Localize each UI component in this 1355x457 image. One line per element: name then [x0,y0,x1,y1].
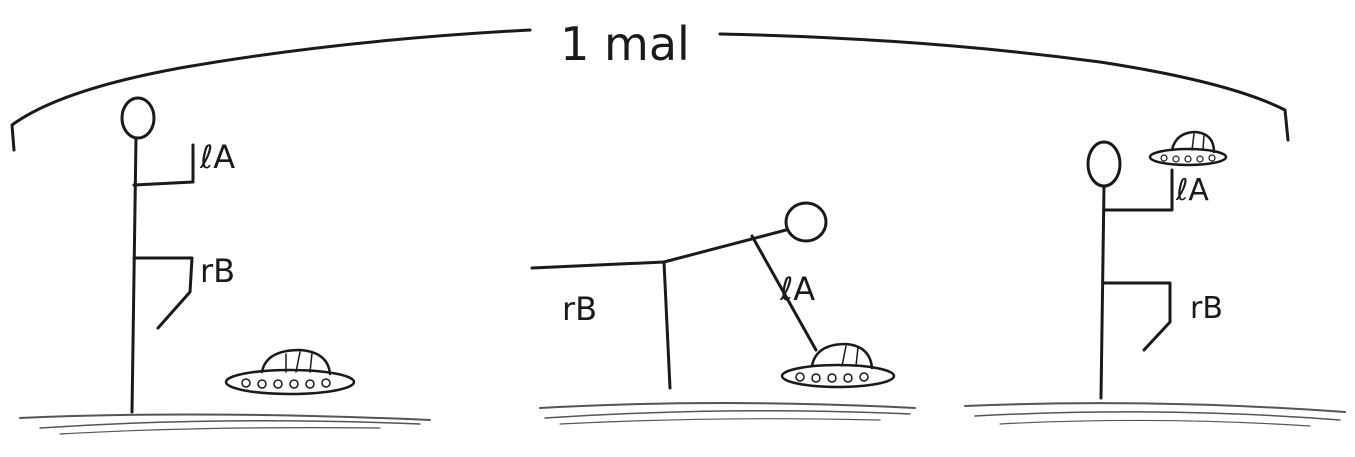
arm-label: ℓA [199,138,235,176]
bracket-left-arc [10,28,532,152]
figure-arm-left [132,143,195,187]
figure-head [1086,140,1122,188]
hat-icon [780,342,896,389]
ground-line [39,420,421,429]
figure-body [662,228,788,264]
ground-line [559,418,881,425]
ground-line [539,402,916,409]
ground-line [59,427,381,435]
arm-label: ℓA [1175,173,1209,208]
figure-arm-left [1102,168,1174,212]
repetition-bracket: 1 mal [10,17,1290,152]
figure-leg-right [530,260,672,390]
arm-label: ℓA [779,270,815,308]
ground-line [19,413,431,421]
figure-arm-left [750,234,818,352]
figure-1: ℓA rB [19,96,431,435]
ground-line [974,411,1341,421]
hat-icon [1148,130,1228,167]
figure-2: rB ℓA [530,201,916,425]
bracket-label: 1 mal [560,17,690,71]
figure-3: ℓA rB [964,130,1346,427]
figure-leg-right [132,256,194,330]
ground-line [964,402,1346,413]
figure-head [784,201,828,243]
figure-head [120,96,156,140]
ground-line [544,410,911,419]
leg-label: rB [1190,291,1223,326]
ground-line [999,419,1311,427]
leg-label: rB [562,290,597,328]
hat-icon [224,348,356,396]
figure-leg-right [1102,281,1172,352]
leg-label: rB [200,252,235,290]
figure-body [1099,184,1106,400]
figure-body [130,136,138,414]
bracket-right-arc [718,32,1290,142]
